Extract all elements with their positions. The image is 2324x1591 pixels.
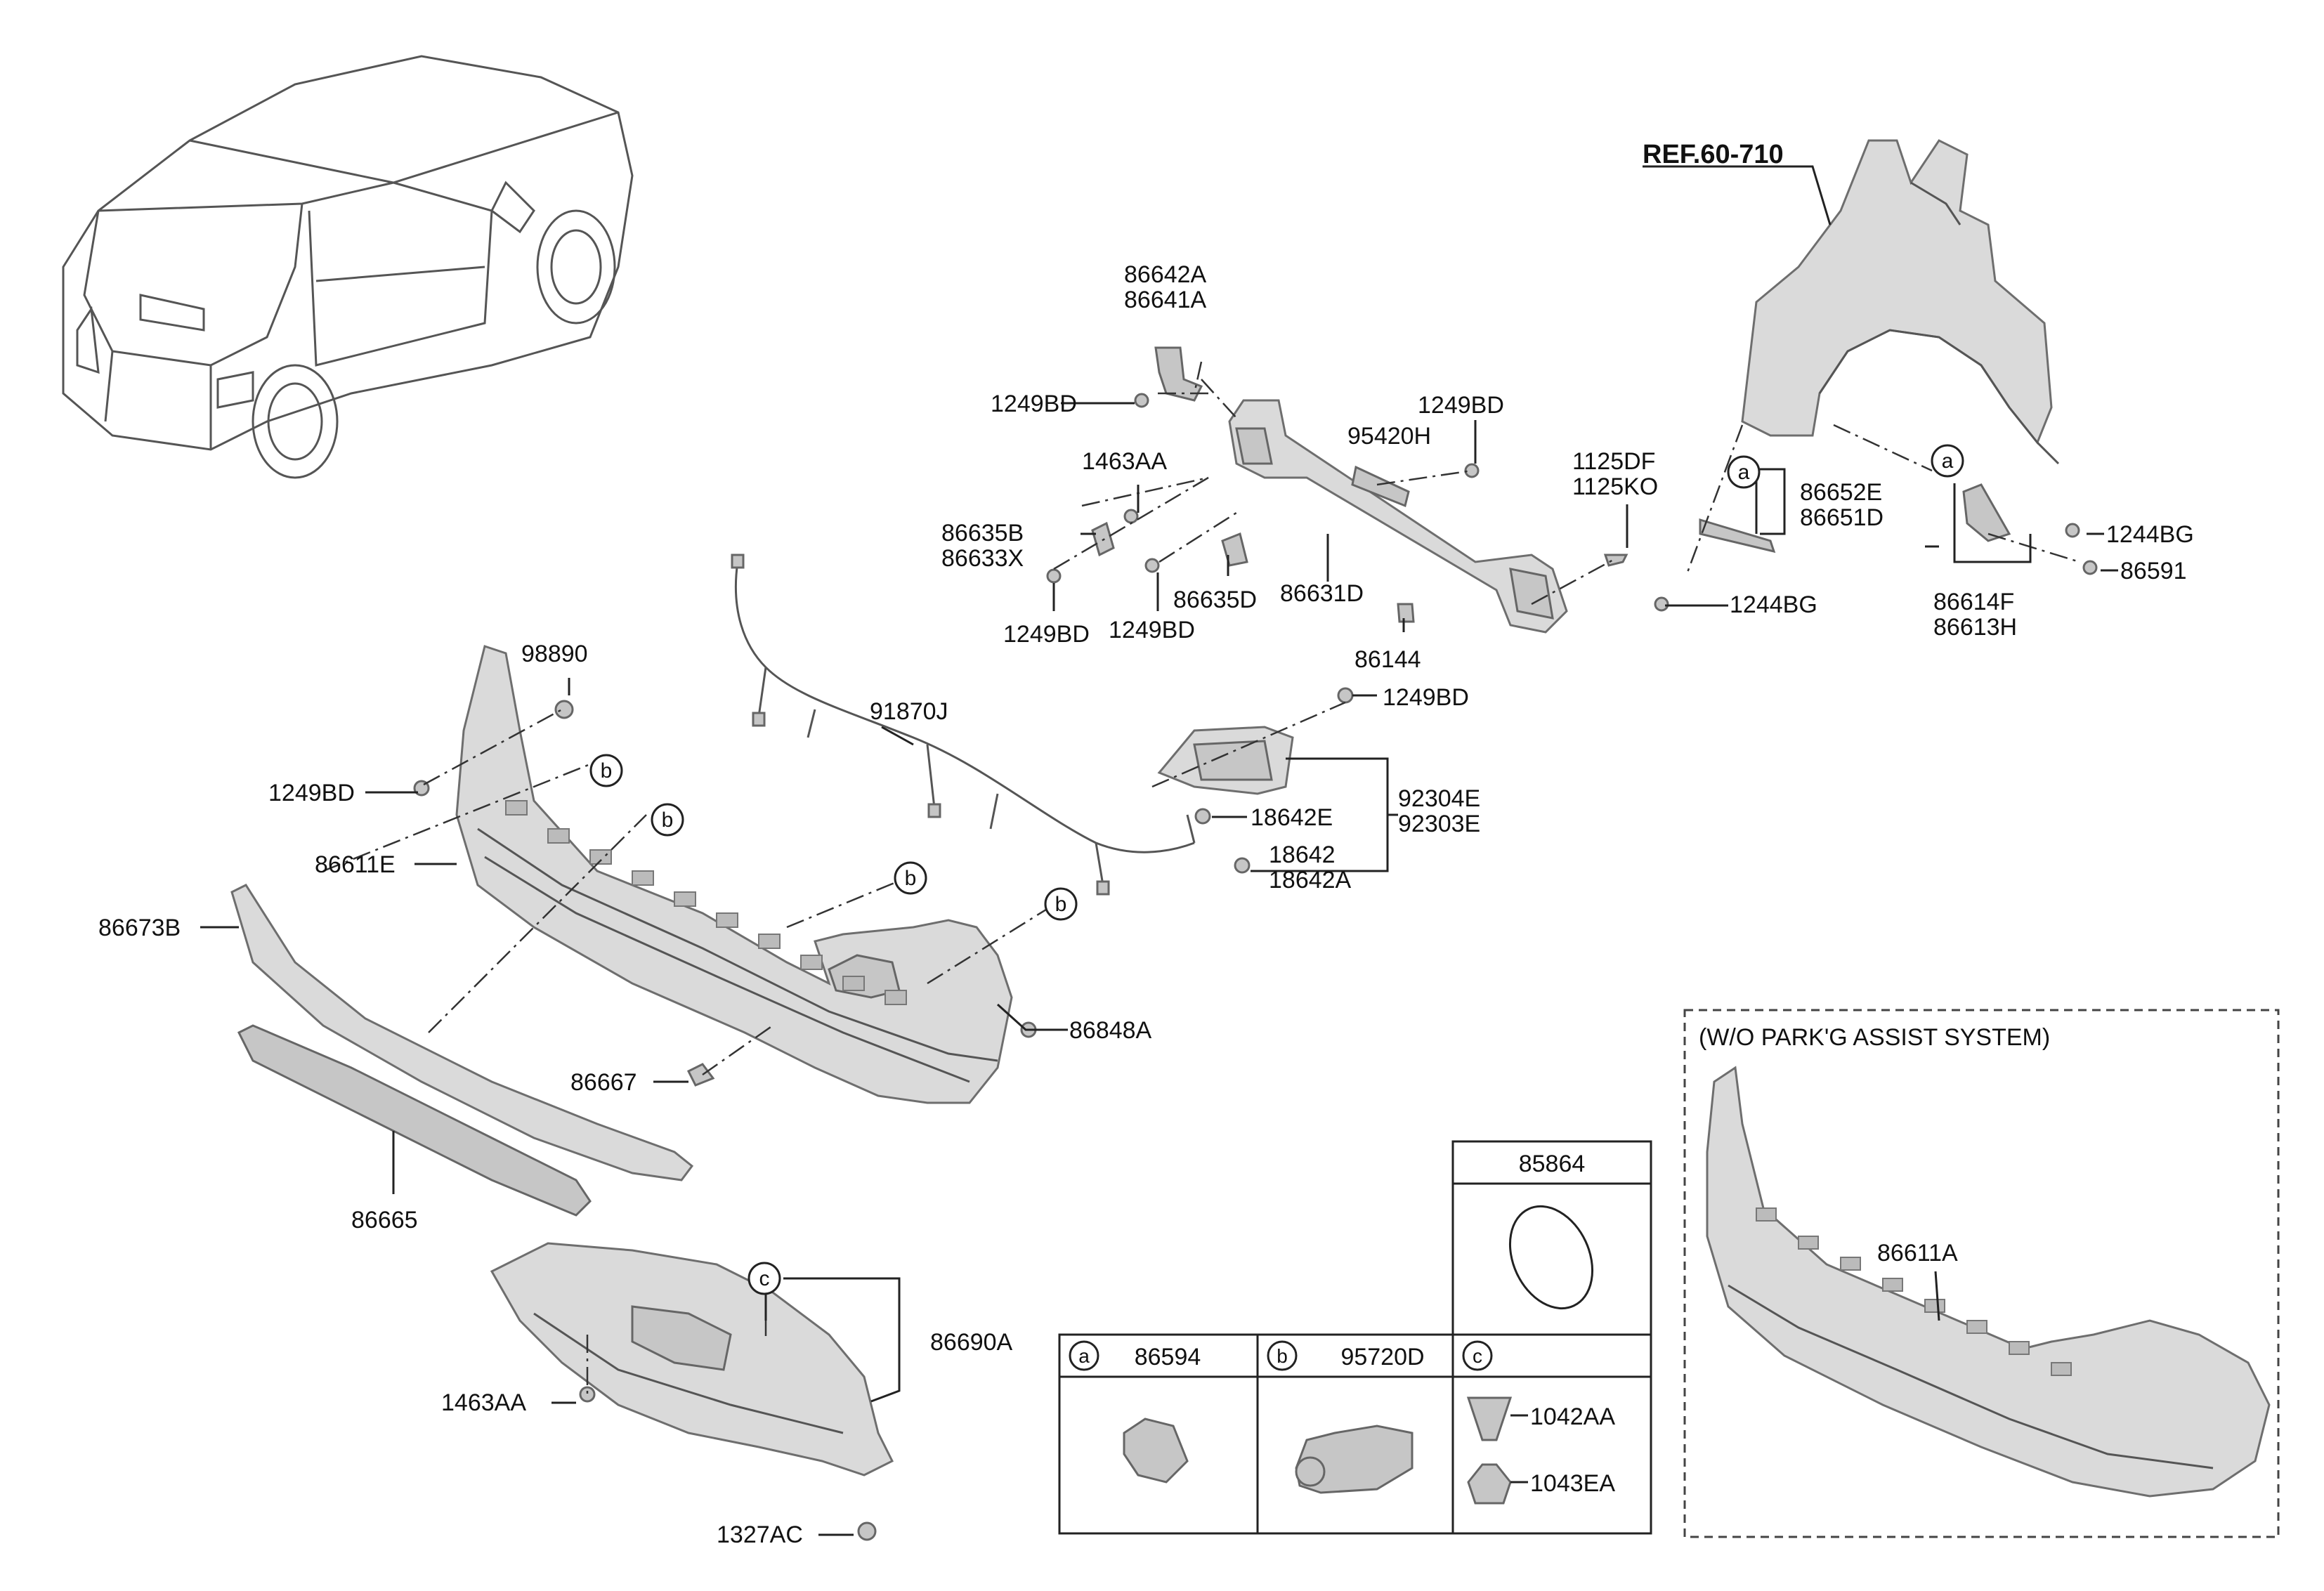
part-labels: REF.60-710 86642A 86641A 1249BD 1249BD 9… xyxy=(98,140,2194,1548)
svg-text:b: b xyxy=(601,759,613,783)
label-1327AC: 1327AC xyxy=(717,1521,803,1548)
callout-b-2: b xyxy=(651,803,684,837)
label-18642: 18642 xyxy=(1269,842,1336,868)
label-86651D: 86651D xyxy=(1800,504,1884,531)
callout-c-1: c xyxy=(748,1262,781,1295)
label-86667: 86667 xyxy=(570,1069,637,1096)
label-1249BD-f: 1249BD xyxy=(268,780,355,806)
legend-cell-c: c 1042AA 1043EA xyxy=(1462,1340,1615,1505)
quarter-panel-ref xyxy=(1741,139,2060,465)
label-92303E: 92303E xyxy=(1398,811,1480,837)
label-1463AA-b: 1463AA xyxy=(441,1389,526,1416)
label-86642A: 86642A xyxy=(1124,261,1207,288)
callout-b-1: b xyxy=(589,754,623,787)
callout-b-4: b xyxy=(1044,887,1078,921)
variant-box: (W/O PARK'G ASSIST SYSTEM) 86611A xyxy=(1683,1009,2280,1538)
label-1463AA-a: 1463AA xyxy=(1082,448,1167,475)
label-86848A: 86848A xyxy=(1069,1017,1152,1044)
legend-c-item2: 1043EA xyxy=(1530,1470,1615,1497)
bumper-beam-assembly xyxy=(1046,346,2098,634)
clip-1042AA xyxy=(1466,1396,1513,1441)
label-86611E: 86611E xyxy=(315,851,396,878)
legend-table: 85864 a 86594 b 95720D c 1042AA 1043 xyxy=(1058,1140,1652,1535)
variant-label: (W/O PARK'G ASSIST SYSTEM) xyxy=(1699,1024,2050,1051)
bracket-86635D xyxy=(1221,532,1248,567)
bumper-cover-86611E xyxy=(413,645,1037,1104)
label-1244BG-b: 1244BG xyxy=(1730,591,1817,618)
label-86614F: 86614F xyxy=(1933,589,2014,615)
label-86613H: 86613H xyxy=(1933,614,2017,641)
bolt-1125DF xyxy=(1603,554,1628,567)
label-86673B: 86673B xyxy=(98,915,181,941)
svg-text:a: a xyxy=(1078,1345,1090,1367)
molding-86673B xyxy=(230,884,694,1181)
legend-c-item1: 1042AA xyxy=(1530,1403,1615,1430)
svg-text:b: b xyxy=(1055,893,1067,916)
legend-top-code: 85864 xyxy=(1519,1151,1586,1177)
label-98890: 98890 xyxy=(521,641,588,667)
label-86635B: 86635B xyxy=(941,520,1024,546)
ref-label: REF.60-710 xyxy=(1643,140,1784,169)
label-95420H: 95420H xyxy=(1347,423,1431,450)
leader-lines xyxy=(200,165,2118,1536)
part-95420H xyxy=(1351,465,1410,508)
label-86633X: 86633X xyxy=(941,545,1024,572)
assembly-lines xyxy=(322,361,2080,1394)
svg-text:c: c xyxy=(1473,1345,1482,1367)
strip-86665 xyxy=(237,1024,592,1217)
clip-1043EA xyxy=(1467,1463,1512,1505)
label-86631D: 86631D xyxy=(1280,580,1364,607)
svg-text:a: a xyxy=(1942,450,1954,473)
label-1249BD-e: 1249BD xyxy=(1383,684,1469,711)
plug-85864 xyxy=(1508,1205,1594,1310)
vehicle-illustration xyxy=(62,55,634,479)
label-1249BD-d: 1249BD xyxy=(1109,617,1195,643)
label-1249BD-b: 1249BD xyxy=(1418,392,1504,419)
label-1244BG-a: 1244BG xyxy=(2106,521,2194,548)
legend-cell-a: a 86594 xyxy=(1069,1340,1201,1484)
label-86641A: 86641A xyxy=(1124,287,1207,313)
legend-cell-b: b 95720D xyxy=(1267,1340,1425,1494)
label-86665: 86665 xyxy=(351,1207,418,1233)
label-86635D: 86635D xyxy=(1173,587,1257,613)
part-86144 xyxy=(1397,603,1415,623)
label-86611A: 86611A xyxy=(1877,1240,1958,1266)
label-1249BD-a: 1249BD xyxy=(991,391,1077,417)
bracket-86614F xyxy=(1962,483,2011,542)
label-1125KO: 1125KO xyxy=(1572,473,1658,500)
undercover-86690A xyxy=(490,1242,894,1541)
callout-circles: a a b b b b c xyxy=(589,444,1964,1295)
label-91870J: 91870J xyxy=(870,698,948,725)
clip-1249BD-a xyxy=(1134,393,1149,408)
sensor-95720D xyxy=(1295,1425,1414,1494)
legend-a-code: 86594 xyxy=(1135,1344,1201,1370)
label-1249BD-c: 1249BD xyxy=(1003,621,1090,648)
label-18642E: 18642E xyxy=(1251,804,1333,831)
legend-b-code: 95720D xyxy=(1340,1344,1424,1370)
svg-text:b: b xyxy=(1277,1345,1288,1367)
callout-a-2: a xyxy=(1931,444,1964,478)
lamp-92304E xyxy=(1157,687,1354,874)
label-18642A: 18642A xyxy=(1269,867,1352,893)
label-86144: 86144 xyxy=(1354,646,1421,673)
callout-a-1: a xyxy=(1727,455,1761,489)
svg-text:a: a xyxy=(1738,461,1750,484)
label-86690A: 86690A xyxy=(930,1329,1013,1356)
bumper-cover-86611A xyxy=(1706,1066,2271,1498)
label-92304E: 92304E xyxy=(1398,785,1480,812)
clip-86594 xyxy=(1123,1418,1189,1484)
svg-text:b: b xyxy=(905,867,917,890)
label-86591: 86591 xyxy=(2120,558,2187,584)
wiring-harness-91870J xyxy=(731,554,1196,896)
callout-b-3: b xyxy=(894,861,927,895)
label-1125DF: 1125DF xyxy=(1572,448,1655,475)
bracket-86652E xyxy=(1699,518,1776,554)
label-86652E: 86652E xyxy=(1800,479,1882,506)
svg-text:c: c xyxy=(759,1267,770,1290)
svg-text:b: b xyxy=(662,808,674,832)
